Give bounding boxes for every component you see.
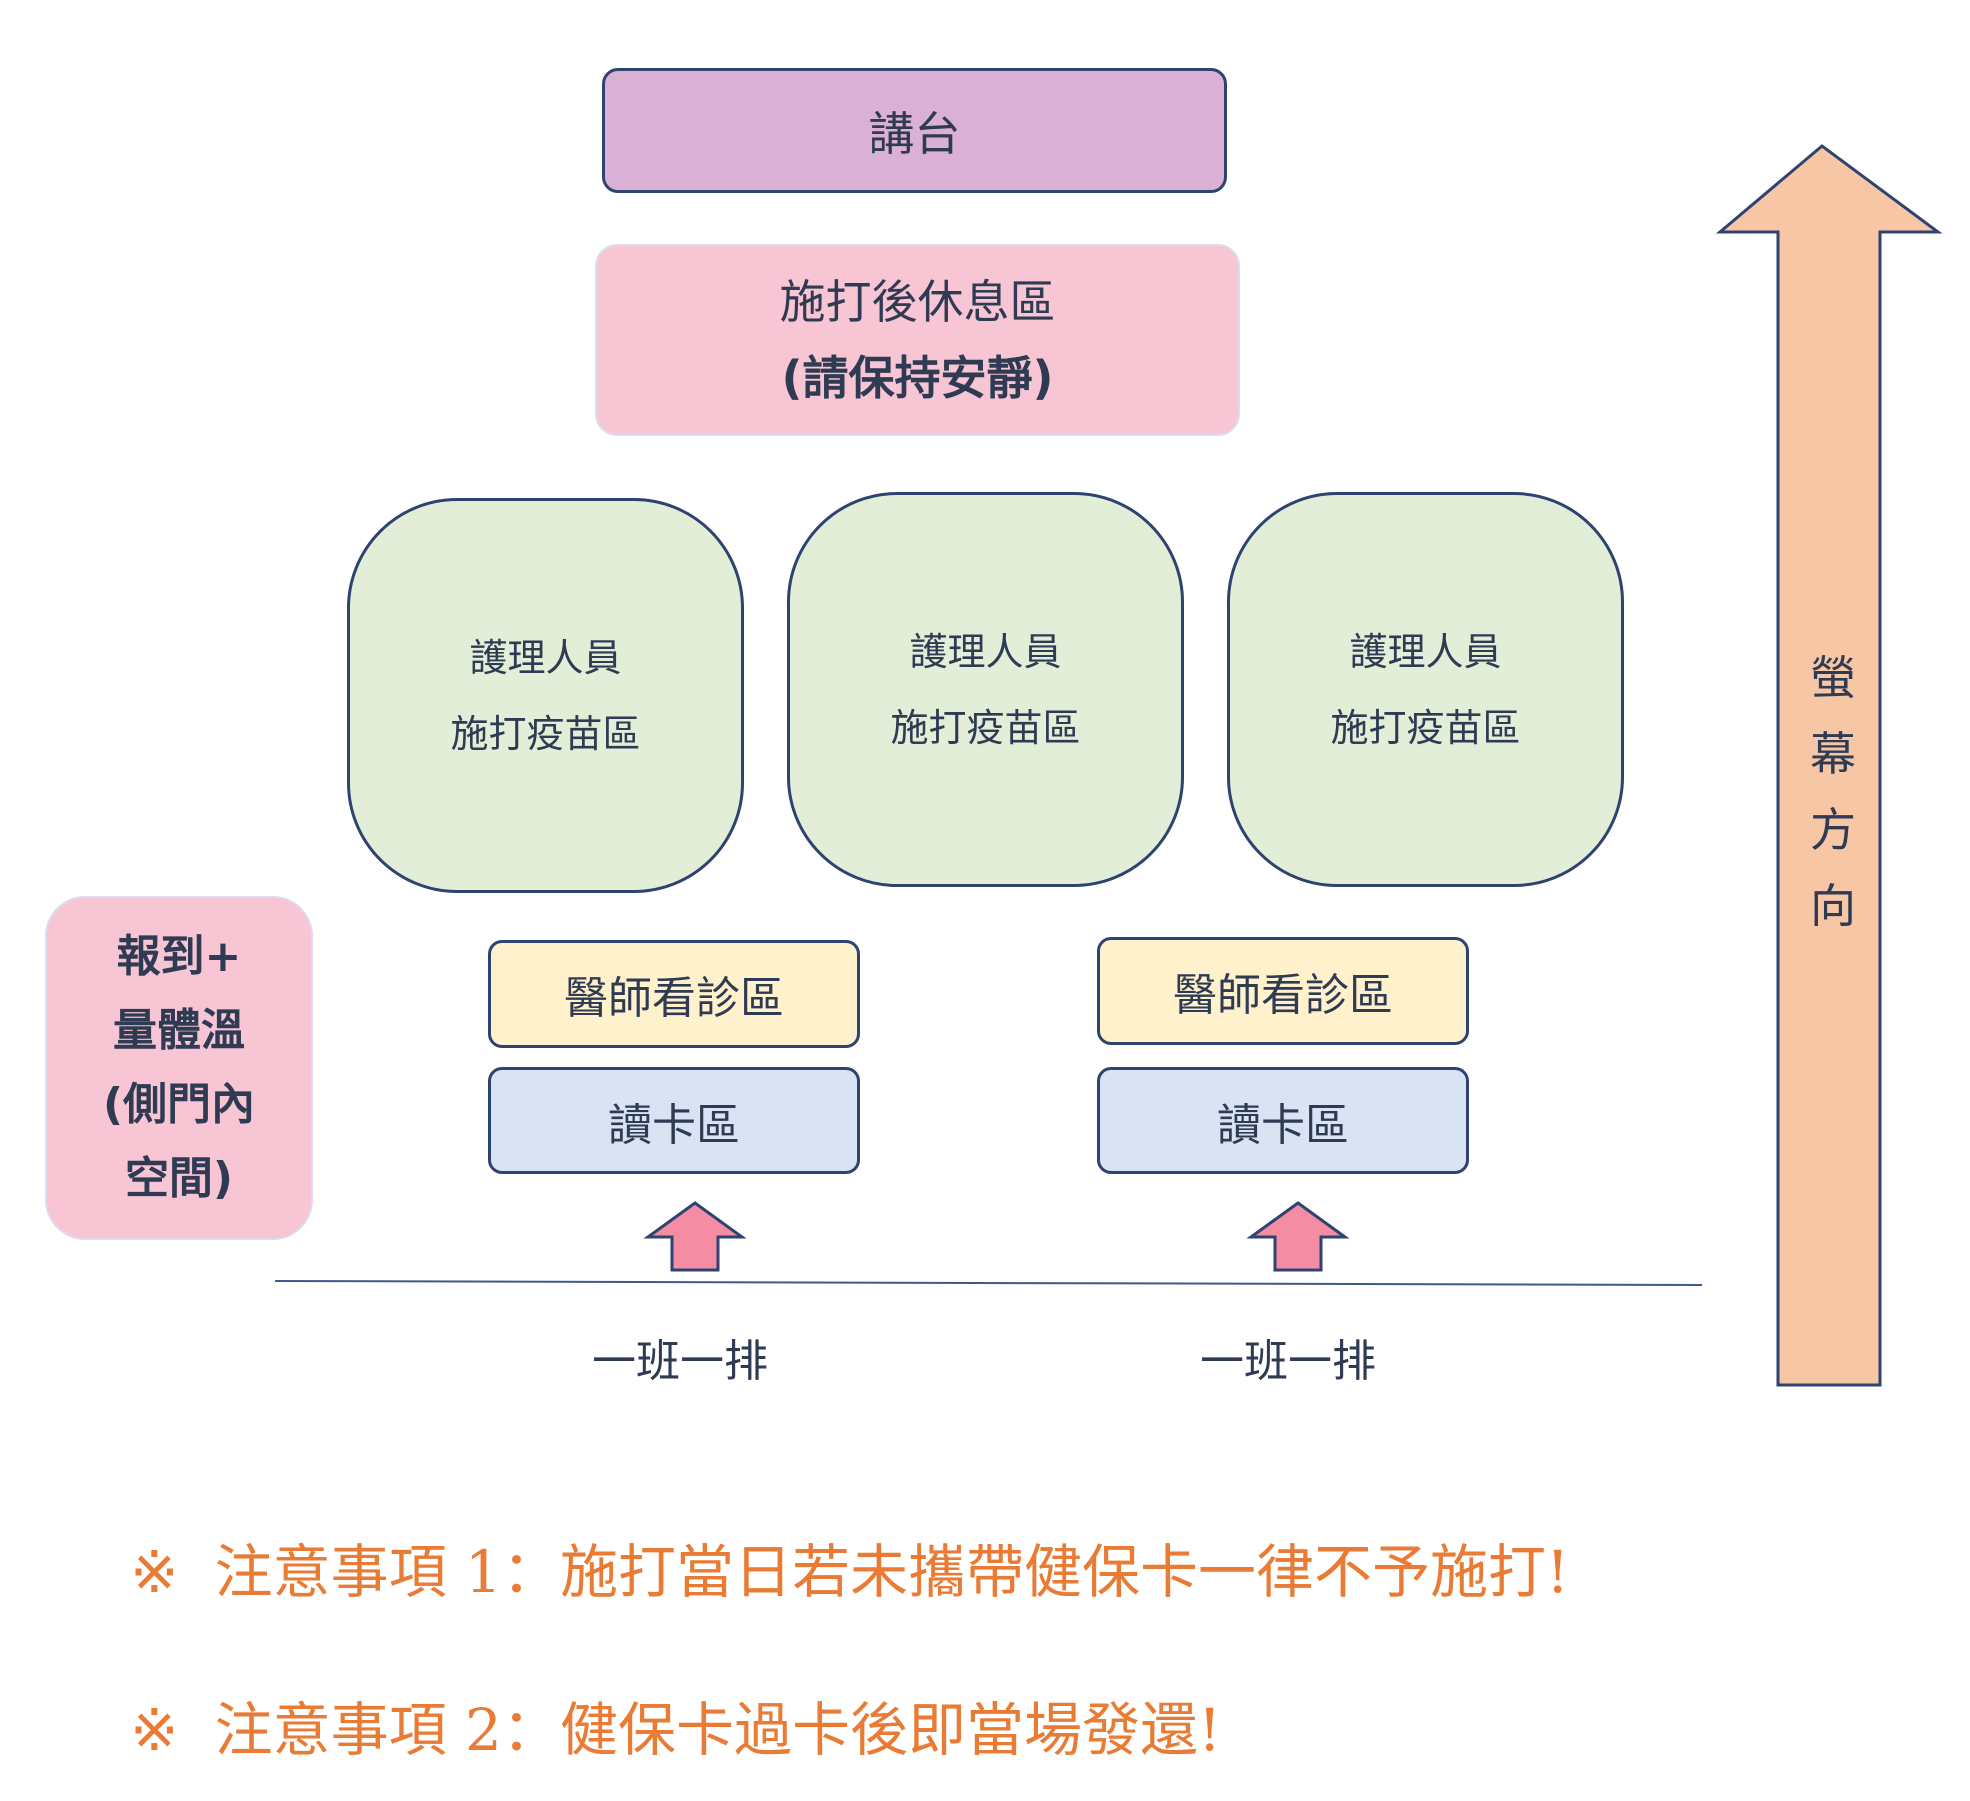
note-text: 注意事項 2：健保卡過卡後即當場發還! [214, 1696, 1222, 1764]
queue-label: 一班一排 [592, 1336, 768, 1387]
nurse-station: 護理人員 施打疫苗區 [347, 498, 744, 893]
entry-arrow-icon [1246, 1201, 1350, 1272]
nurse-station-subtitle: 施打疫苗區 [450, 711, 641, 756]
checkin-line: 量體溫 [113, 1005, 245, 1056]
note-text: 注意事項 1：施打當日若未攜帶健保卡一律不予施打! [214, 1538, 1570, 1606]
queue-line [274, 1280, 1703, 1286]
card-reader-area: 讀卡區 [1097, 1067, 1469, 1174]
doctor-area-label: 醫師看診區 [564, 973, 784, 1024]
nurse-station-subtitle: 施打疫苗區 [1330, 705, 1521, 750]
doctor-area-label: 醫師看診區 [1173, 970, 1393, 1021]
note-1: ※ 注意事項 1：施打當日若未攜帶健保卡一律不予施打! [130, 1525, 1569, 1609]
podium-label: 講台 [868, 106, 961, 161]
rest-area: 施打後休息區 (請保持安靜) [595, 244, 1240, 436]
reference-mark-icon: ※ [130, 1538, 179, 1606]
rest-area-note: (請保持安靜) [781, 351, 1054, 405]
entry-arrow-icon [643, 1201, 747, 1272]
checkin-line: 空間) [124, 1153, 234, 1204]
doctor-area: 醫師看診區 [488, 940, 860, 1048]
rest-area-title: 施打後休息區 [779, 275, 1056, 329]
note-2: ※ 注意事項 2：健保卡過卡後即當場發還! [130, 1683, 1221, 1767]
checkin-area: 報到+ 量體溫 (側門內 空間) [45, 896, 313, 1240]
nurse-station-title: 護理人員 [469, 635, 622, 680]
doctor-area: 醫師看診區 [1097, 937, 1469, 1045]
checkin-line: 報到+ [116, 931, 242, 982]
card-reader-label: 讀卡區 [1217, 1099, 1349, 1151]
nurse-station-subtitle: 施打疫苗區 [890, 705, 1081, 750]
nurse-station-title: 護理人員 [1349, 629, 1502, 674]
queue-label: 一班一排 [1200, 1336, 1376, 1387]
podium: 講台 [602, 68, 1227, 193]
screen-direction-char: 螢 [1810, 651, 1856, 705]
screen-direction-char: 幕 [1810, 727, 1856, 781]
screen-direction-arrow-icon [1715, 144, 1943, 1387]
screen-direction-label: 螢 幕 方 向 [1798, 640, 1868, 944]
nurse-station-title: 護理人員 [909, 629, 1062, 674]
card-reader-label: 讀卡區 [608, 1099, 740, 1151]
reference-mark-icon: ※ [130, 1696, 179, 1764]
screen-direction-char: 方 [1810, 803, 1856, 857]
card-reader-area: 讀卡區 [488, 1067, 860, 1174]
nurse-station: 護理人員 施打疫苗區 [787, 492, 1184, 887]
screen-direction-char: 向 [1810, 879, 1856, 933]
checkin-line: (側門內 [102, 1079, 256, 1130]
nurse-station: 護理人員 施打疫苗區 [1227, 492, 1624, 887]
